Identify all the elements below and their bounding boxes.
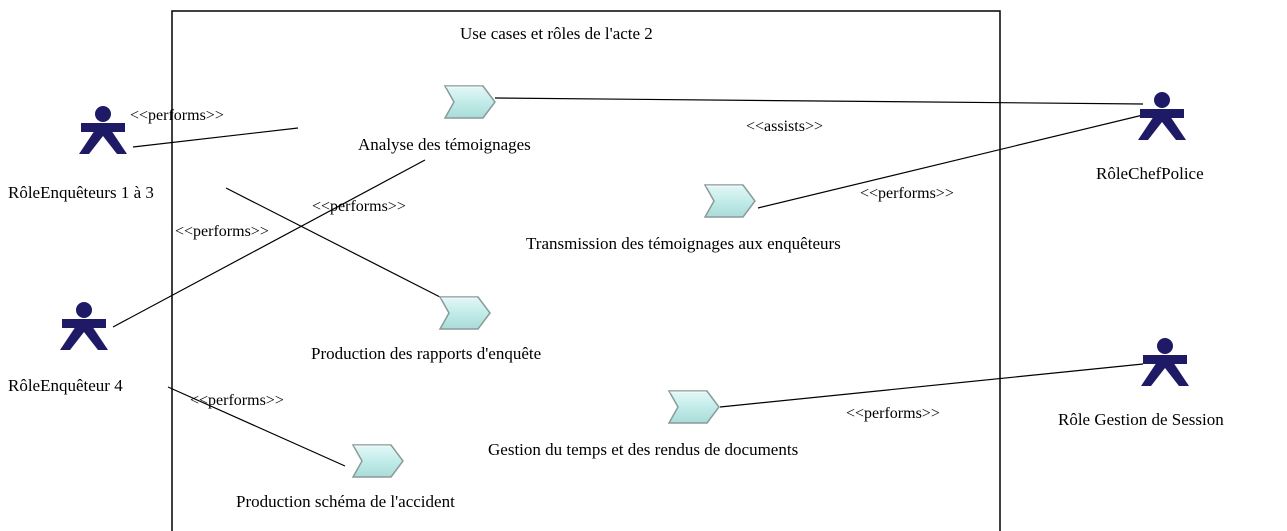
system-title: Use cases et rôles de l'acte 2 (460, 24, 653, 43)
usecase-label-transmission: Transmission des témoignages aux enquête… (526, 234, 841, 253)
actor-label-gestion-session: Rôle Gestion de Session (1058, 410, 1224, 429)
association-line-gestiontemps-session (719, 363, 1144, 408)
association-line-enqueteurs-rapports (225, 187, 441, 298)
stereotype-label: <<performs>> (130, 107, 224, 124)
stereotype-label: <<performs>> (846, 405, 940, 422)
usecase-transmission-icon[interactable] (704, 184, 756, 218)
usecase-label-analyse: Analyse des témoignages (358, 135, 531, 154)
stereotype-label: <<performs>> (175, 223, 269, 240)
actor-label-enqueteur-4: RôleEnquêteur 4 (8, 376, 123, 395)
stereotype-label: <<assists>> (746, 118, 823, 135)
usecase-rapports-icon[interactable] (439, 296, 491, 330)
actor-label-chef-police: RôleChefPolice (1096, 164, 1204, 183)
actor-enqueteur-4-icon[interactable] (60, 302, 108, 350)
association-line-analyse-chefpolice (494, 97, 1144, 105)
actor-chef-police-icon[interactable] (1138, 92, 1186, 140)
system-boundary (171, 10, 1001, 531)
actor-label-enqueteurs-1-3: RôleEnquêteurs 1 à 3 (8, 183, 154, 202)
association-line-transmission-chefpolice (757, 114, 1144, 209)
stereotype-label: <<performs>> (312, 198, 406, 215)
usecase-analyse-icon[interactable] (444, 85, 496, 119)
association-line-enqueteur4-schema (167, 386, 346, 467)
actor-gestion-session-icon[interactable] (1141, 338, 1189, 386)
stereotype-label: <<performs>> (190, 392, 284, 409)
usecase-schema-icon[interactable] (352, 444, 404, 478)
association-line-enqueteurs-analyse (132, 127, 299, 148)
usecase-label-gestion-temps: Gestion du temps et des rendus de docume… (488, 440, 799, 459)
usecase-label-rapports: Production des rapports d'enquête (311, 344, 542, 363)
stereotype-label: <<performs>> (860, 185, 954, 202)
association-line-enqueteur4-analyse (112, 159, 426, 328)
usecase-gestion-temps-icon[interactable] (668, 390, 720, 424)
actor-enqueteurs-1-3-icon[interactable] (79, 106, 127, 154)
usecase-label-schema: Production schéma de l'accident (236, 492, 455, 511)
